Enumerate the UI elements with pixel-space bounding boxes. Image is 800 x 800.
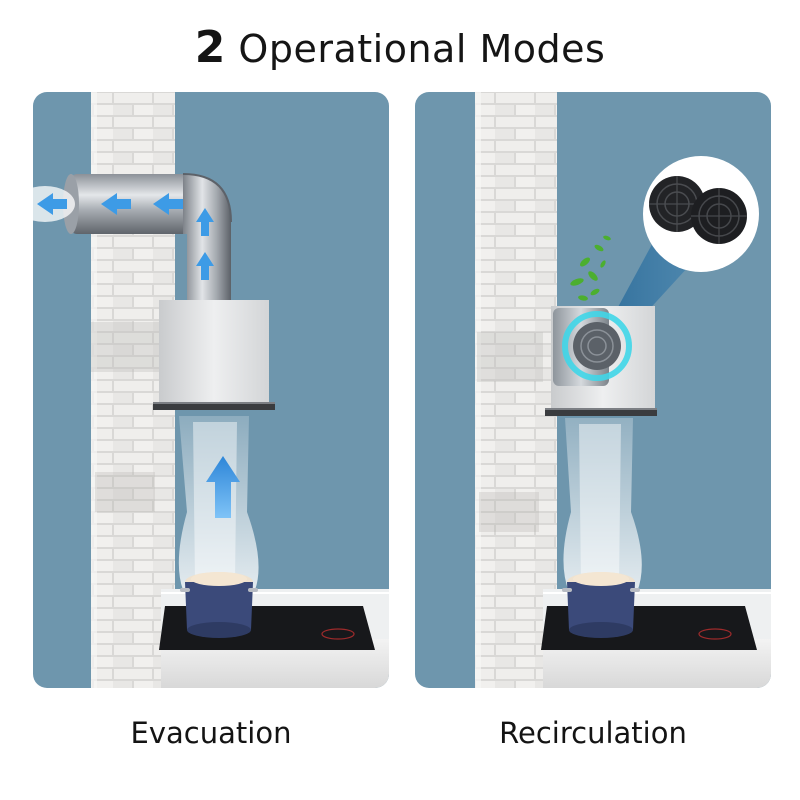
cooking-pot [562,572,640,638]
cooking-pot [180,572,258,638]
title-text: Operational Modes [238,27,606,71]
airflow-arrow-icon [206,456,240,518]
range-hood [153,300,275,410]
title-number: 2 [194,22,226,73]
range-hood [545,306,657,416]
recirculation-illustration [415,92,771,688]
steam-column [563,418,642,592]
airflow-arrow-icon [37,193,214,280]
leaf-icon [570,235,611,301]
carbon-filter-icon [643,156,759,272]
brick-wall [475,92,557,688]
page-title: 2 Operational Modes [0,22,800,73]
recirculation-caption: Recirculation [499,716,687,750]
evacuation-caption: Evacuation [130,716,292,750]
evacuation-illustration [33,92,389,688]
